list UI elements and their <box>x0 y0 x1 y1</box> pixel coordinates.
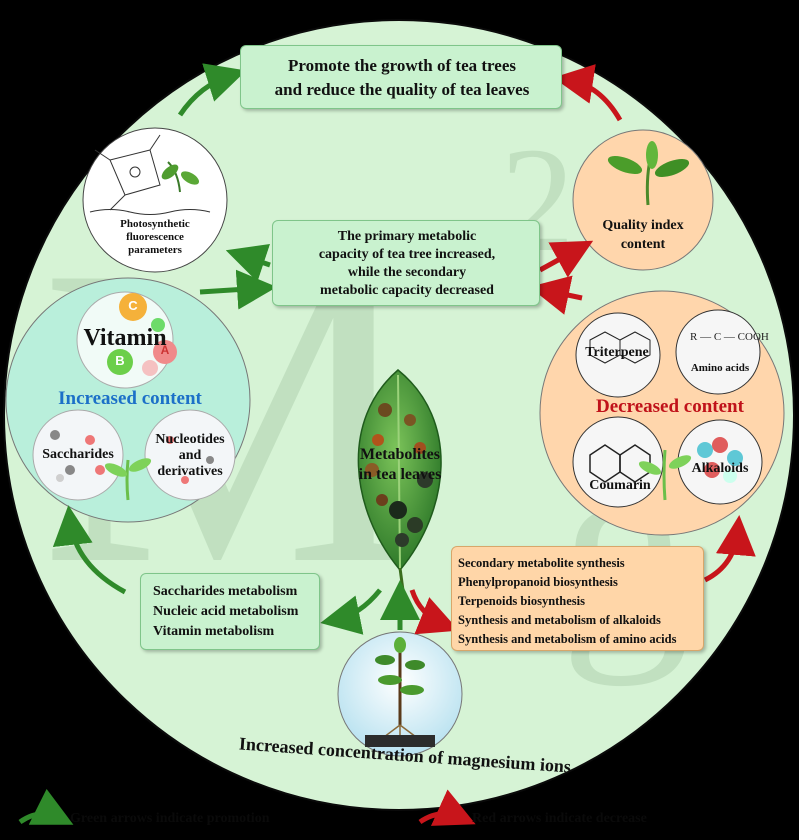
arrow-leaf-to-green-list <box>320 588 382 635</box>
amino-circle <box>675 309 761 395</box>
green-list-item-1: Saccharides metabolism <box>153 584 298 599</box>
top-box-line1: Promote the growth of tea trees <box>287 56 516 75</box>
green-metabolism-list: Saccharides metabolism Nucleic acid meta… <box>140 573 320 650</box>
triterpene-label: Triterpene <box>585 345 649 360</box>
center-box-line4: metabolic capacity decreased <box>320 283 494 298</box>
orange-list-item-3: Terpenoids biosynthesis <box>458 594 586 608</box>
nucleotides-line3: derivatives <box>157 464 223 479</box>
nucleotides-line1: Nucleotides <box>155 432 225 447</box>
alkaloid-structure-icon <box>697 437 743 483</box>
photosynthetic-line3: parameters <box>128 244 182 256</box>
green-list-item-2: Nucleic acid metabolism <box>153 604 299 619</box>
amino-label: Amino acids <box>690 362 750 374</box>
vitamin-label: Vitamin <box>83 325 167 351</box>
chlorophyll-structure-icon <box>89 134 211 215</box>
nucleotides-line2: and <box>178 448 202 463</box>
arrow-decreased-to-center <box>529 275 583 315</box>
arrow-leaf-to-orange-list <box>409 589 459 635</box>
arrow-increased-to-center <box>199 269 277 310</box>
arrow-center-to-photo <box>225 243 271 282</box>
alkaloids-label: Alkaloids <box>691 461 749 476</box>
arrow-list-to-increased <box>52 505 127 595</box>
amino-structure-text: R — C — COOH <box>690 331 769 343</box>
orange-list-item-1: Secondary metabolite synthesis <box>458 556 625 570</box>
top-box-line2: and reduce the quality of tea leaves <box>274 80 530 99</box>
tea-sprout-icon <box>161 161 200 193</box>
sprout-icon-2 <box>638 449 692 501</box>
center-box-line2: capacity of tea tree increased, <box>318 247 496 262</box>
saccharides-label: Saccharides <box>42 447 114 462</box>
nucleotides-circle <box>144 409 236 501</box>
arrow-photo-to-top <box>177 63 247 117</box>
arrow-center-to-quality <box>538 240 594 278</box>
legend-green-text: Green arrows indicate promotion <box>70 811 270 826</box>
center-box-line3: while the secondary <box>347 265 467 280</box>
vitamin-a-ball <box>153 340 177 364</box>
center-box-line1: The primary metabolic <box>337 229 477 244</box>
quality-line2: content <box>620 237 666 252</box>
leaf-line2: in tea leaves <box>358 466 442 483</box>
coumarin-label: Coumarin <box>589 478 651 493</box>
photosynthetic-circle <box>82 127 228 273</box>
photosynthetic-line1: Photosynthetic <box>120 218 190 230</box>
sprout-icon <box>104 458 152 501</box>
top-box: Promote the growth of tea trees and redu… <box>240 45 562 109</box>
photosynthetic-line2: fluorescence <box>126 231 184 243</box>
legend-green-arrow <box>18 788 74 825</box>
legend-red-arrow <box>418 789 476 826</box>
leaf-line1: Metabolites <box>360 446 440 463</box>
orange-list-item-5: Synthesis and metabolism of amino acids <box>458 632 677 646</box>
seedling-icon <box>365 637 435 747</box>
tea-plant-icon <box>607 141 690 206</box>
vitamin-c-ball <box>119 293 147 321</box>
legend-red-text: Red arrows indicate decrease <box>472 811 647 826</box>
orange-list-item-4: Synthesis and metabolism of alkaloids <box>458 613 661 627</box>
orange-list-item-2: Phenylpropanoid biosynthesis <box>458 575 618 589</box>
vitamin-c-label: C <box>128 298 138 313</box>
arrow-quality-to-top <box>553 64 623 122</box>
vitamin-b-label: B <box>115 353 125 368</box>
molecule-icon <box>50 430 214 484</box>
quality-line1: Quality index <box>602 218 684 233</box>
decreased-title: Decreased content <box>596 396 744 417</box>
increased-title: Increased content <box>58 388 202 409</box>
vitamin-b-ball <box>107 349 133 375</box>
triterpene-structure-icon <box>589 331 651 364</box>
arrow-list-to-decreased <box>703 515 756 583</box>
vitamin-a-label: A <box>160 343 170 357</box>
orange-metabolism-list: Secondary metabolite synthesis Phenylpro… <box>451 546 704 651</box>
green-list-item-3: Vitamin metabolism <box>153 624 275 639</box>
tea-leaf-icon <box>357 369 442 599</box>
center-box: The primary metabolic capacity of tea tr… <box>272 220 540 306</box>
